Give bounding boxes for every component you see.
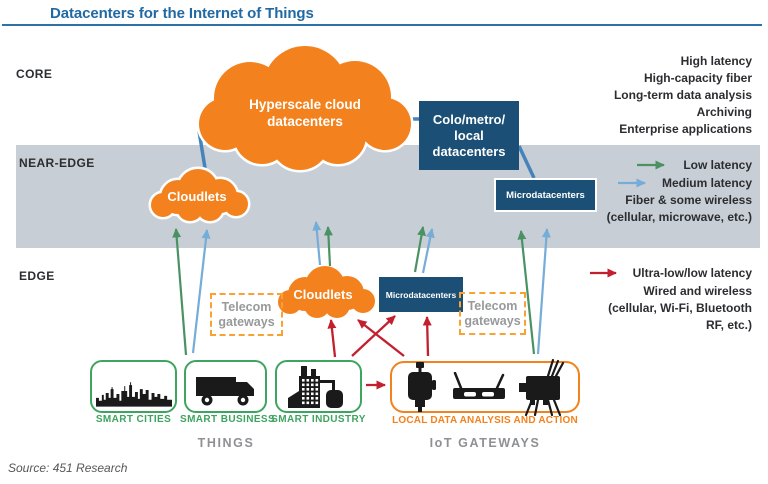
- gateway-to-micro-red-arrow: [422, 316, 432, 357]
- things-to-near-edge-cloudlets-blue-arrow: [191, 229, 211, 354]
- local-data-analysis-label: LOCAL DATA ANALYSIS AND ACTION: [392, 415, 578, 426]
- telecom-gateways-right-box: Telecom gateways: [459, 292, 526, 335]
- core-legend-line: High-capacity fiber: [643, 71, 752, 85]
- layer-label-near-edge: NEAR-EDGE: [19, 156, 95, 170]
- iot-device-icon: [408, 362, 436, 412]
- legend-medium-latency-label: Medium latency: [661, 176, 752, 190]
- telecom-gateways-left-box: Telecom gateways: [210, 293, 283, 336]
- factory-icon: [288, 366, 343, 408]
- cloudlets-edge-label: Cloudlets: [293, 287, 353, 302]
- smart-business-label: SMART BUSINESS: [180, 414, 276, 425]
- router-icon: [453, 372, 505, 399]
- layer-label-edge: EDGE: [19, 269, 55, 283]
- microdatacenters-edge-box: Microdatacenters: [379, 277, 463, 312]
- page-title: Datacenters for the Internet of Things: [50, 5, 314, 22]
- layer-label-core: CORE: [16, 67, 53, 81]
- colo-metro-local-box: Colo/metro/ local datacenters: [419, 101, 519, 170]
- things-group-label: THINGS: [197, 436, 255, 450]
- core-legend-line: Long-term data analysis: [613, 88, 752, 102]
- edge-legend-note: Wired and wireless: [643, 284, 752, 298]
- industrial-controller-icon: [519, 358, 565, 416]
- core-legend-line: Archiving: [696, 105, 752, 119]
- edge-legend-note: RF, etc.): [705, 318, 752, 332]
- cloudlets-near-edge-label: Cloudlets: [167, 189, 227, 204]
- edge-legend-note: (cellular, Wi-Fi, Bluetooth: [608, 301, 752, 315]
- hyperscale-cloud-label: Hyperscale cloud datacenters: [249, 97, 361, 129]
- legend-low-latency-label: Low latency: [683, 158, 752, 172]
- industry-to-cloudlets-red-arrow: [327, 319, 337, 358]
- iot-gateways-group-label: IoT GATEWAYS: [429, 436, 541, 450]
- core-legend-line: Enterprise applications: [619, 122, 752, 136]
- smart-cities-label: SMART CITIES: [95, 414, 172, 425]
- near-edge-legend-note: Fiber & some wireless: [625, 193, 752, 207]
- title-rule: [2, 24, 762, 26]
- legend-ultra-low-latency-label: Ultra-low/low latency: [632, 266, 752, 280]
- truck-icon: [196, 377, 254, 406]
- core-legend-line: High latency: [680, 54, 752, 68]
- microdatacenters-near-edge-box: Microdatacenters: [494, 178, 597, 212]
- smart-industry-label: SMART INDUSTRY: [271, 414, 366, 425]
- gateway-to-cloudlets-red-arrow: [357, 319, 405, 357]
- near-edge-legend-note: (cellular, microwave, etc.): [606, 210, 752, 224]
- city-skyline-icon: [96, 382, 172, 407]
- source-note: Source: 451 Research: [8, 461, 128, 475]
- industry-to-micro-red-arrow: [351, 315, 396, 357]
